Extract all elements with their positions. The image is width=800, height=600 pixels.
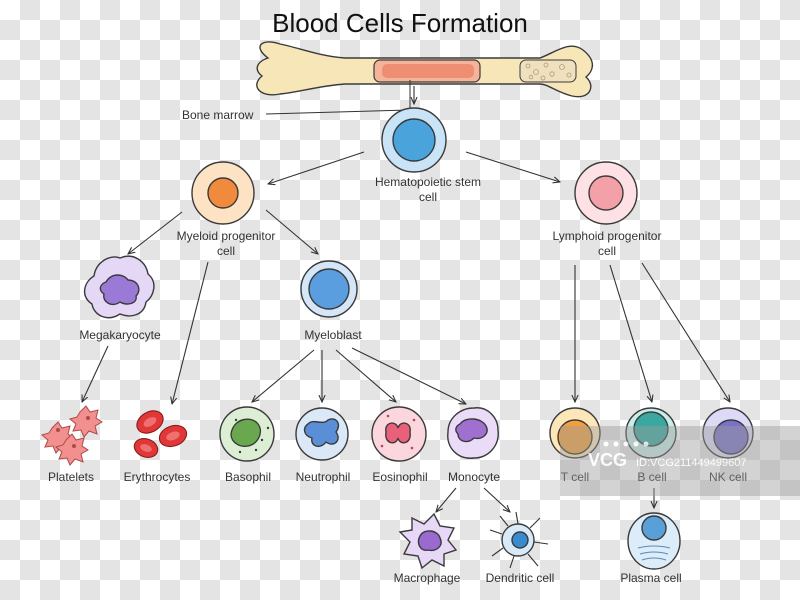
bone-marrow-leader-line [265,109,411,115]
nk-cell-label: NK cell [709,470,747,484]
stem-cell-label-line2: cell [419,190,437,204]
stem-cell-label-line1: Hematopoietic stem [375,175,481,189]
eosinophil-cell [371,406,427,462]
basophil-label: Basophil [225,470,271,484]
neutrophil-label: Neutrophil [296,470,351,484]
plasma-cell [627,512,681,570]
myeloid-label-line2: cell [217,244,235,258]
myeloid-progenitor-cell [191,161,255,225]
eosinophil-label: Eosinophil [372,470,427,484]
arrows [82,86,730,512]
hematopoietic-stem-cell [381,107,447,173]
watermark-id: ID:VCG211449499607 [636,457,747,469]
b-cell [625,407,677,459]
lymphoid-label-line1: Lymphoid progenitor [553,229,662,243]
basophil-cell [219,406,275,462]
nk-cell [702,407,754,459]
bone-illustration [256,41,594,98]
macrophage-cell [398,512,458,570]
macrophage-label: Macrophage [394,571,461,585]
plasma-cell-label: Plasma cell [620,571,681,585]
monocyte-label: Monocyte [448,470,500,484]
lymphoid-label-line2: cell [598,244,616,258]
dendritic-cell-label: Dendritic cell [486,571,555,585]
platelets-cells [40,405,103,466]
myeloblast-label: Myeloblast [304,328,362,342]
myeloid-label-line1: Myeloid progenitor [177,229,276,243]
dendritic-cell [489,511,549,569]
t-cell [549,407,601,459]
diagram-title: Blood Cells Formation [272,8,528,38]
bone-marrow-label: Bone marrow [182,108,254,122]
erythrocytes-label: Erythrocytes [124,470,191,484]
vcg-watermark: VCG ID:VCG211449499607 [560,426,800,496]
watermark-brand: VCG [588,450,627,470]
erythrocytes-cells [133,410,188,458]
t-cell-label: T cell [561,470,589,484]
monocyte-cell [447,407,499,459]
lymphoid-progenitor-cell [574,161,638,225]
b-cell-label: B cell [637,470,666,484]
megakaryocyte-label: Megakaryocyte [79,328,161,342]
megakaryocyte-cell [84,255,155,319]
neutrophil-cell [295,407,349,461]
myeloblast-cell [300,260,358,318]
platelets-label: Platelets [48,470,94,484]
